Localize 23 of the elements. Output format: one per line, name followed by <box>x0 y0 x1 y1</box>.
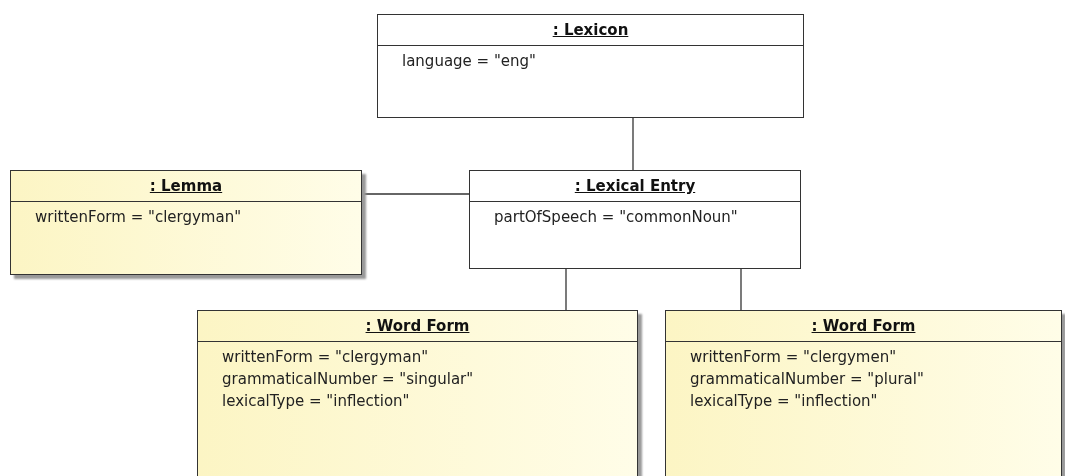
association-line <box>632 117 634 171</box>
attribute-text: grammaticalNumber = "singular" <box>222 369 475 390</box>
object-box <box>10 170 362 275</box>
association-line <box>565 268 567 311</box>
object-name: : Word Form <box>365 317 470 335</box>
object-name: : Lexicon <box>552 21 629 39</box>
object-box <box>665 310 1062 476</box>
object-name: : Lexical Entry <box>574 177 696 195</box>
object-name: : Word Form <box>811 317 916 335</box>
attribute-text: grammaticalNumber = "plural" <box>690 369 925 390</box>
attribute-text: lexicalType = "inflection" <box>222 391 411 412</box>
object-box <box>197 310 638 476</box>
attribute-text: language = "eng" <box>402 51 537 72</box>
attribute-text: lexicalType = "inflection" <box>690 391 879 412</box>
attribute-text: writtenForm = "clergymen" <box>690 347 898 368</box>
attribute-text: writtenForm = "clergyman" <box>222 347 430 368</box>
association-line <box>740 268 742 311</box>
attribute-text: writtenForm = "clergyman" <box>35 207 243 228</box>
object-box <box>377 14 804 118</box>
association-line <box>361 193 470 195</box>
object-name: : Lemma <box>149 177 223 195</box>
object-box <box>469 170 801 269</box>
attribute-text: partOfSpeech = "commonNoun" <box>494 207 739 228</box>
